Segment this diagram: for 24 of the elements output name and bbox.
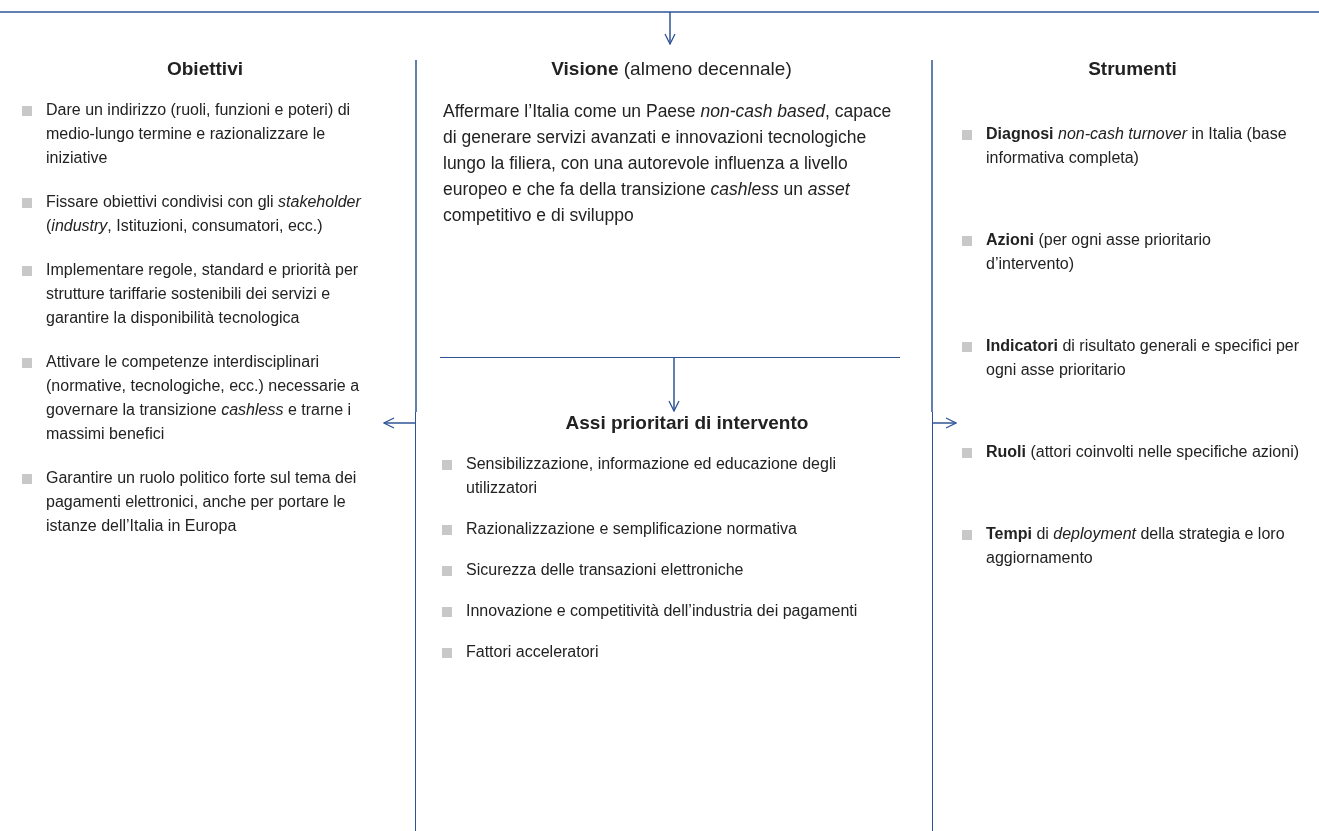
column-heading: Assi prioritari di intervento bbox=[564, 412, 810, 434]
bullet-text: Sensibilizzazione, informazione ed educazione degli utilizzatori bbox=[466, 455, 836, 496]
column-heading: Obiettivi bbox=[166, 58, 244, 80]
column-heading: Visione (almeno decennale) bbox=[550, 58, 793, 80]
bullet-text: Garantire un ruolo politico forte sul tema dei pagamenti elettronici, anche per portare le istanze dell’Italia in Europa bbox=[46, 469, 357, 534]
arrow bbox=[668, 357, 680, 412]
bullet-text: Tempi di deployment della strategia e loro aggiornamento bbox=[986, 525, 1285, 566]
bullet-text: Indicatori di risultato generali e specifici per ogni asse prioritario bbox=[986, 337, 1300, 378]
arrow bbox=[383, 417, 417, 429]
bullet-text: Fissare obiettivi condivisi con gli stakeholder (industry, Istituzioni, consumatori, ecc.) bbox=[46, 193, 361, 234]
bullet-text: Attivare le competenze interdisciplinari (normative, tecnologiche, ecc.) necessarie a governare la transizione cashless e trarne i massimi benefici bbox=[46, 353, 360, 442]
bullet-text: Razionalizzazione e semplificazione normativa bbox=[466, 520, 797, 537]
column-heading: Strumenti bbox=[1087, 58, 1178, 80]
bullet-text: Diagnosi non-cash turnover in Italia (base informativa completa) bbox=[986, 125, 1287, 166]
bullet-text: Innovazione e competitività dell’industria dei pagamenti bbox=[466, 602, 858, 619]
bullet-text: Dare un indirizzo (ruoli, funzioni e poteri) di medio-lungo termine e razionalizzare le iniziative bbox=[46, 101, 351, 166]
bullet-text: Implementare regole, standard e priorità per strutture tariffarie sostenibili dei servizi e garantire la disponibilità tecnologica bbox=[46, 261, 359, 326]
arrow bbox=[931, 417, 957, 429]
bullet-text: Sicurezza delle transazioni elettroniche bbox=[466, 561, 744, 578]
bullet-text: Ruoli (attori coinvolti nelle specifiche azioni) bbox=[986, 443, 1299, 460]
bullet-text: Azioni (per ogni asse prioritario d’intervento) bbox=[986, 231, 1211, 272]
vision-text: Affermare l’Italia come un Paese non-cash based, capace di generare servizi avanzati e innovazioni tecnologiche lungo la filiera, con una autorevole influenza a livello europeo e che fa della transizione cashless un asset competitivo e di sviluppo bbox=[443, 100, 893, 227]
bullet-text: Fattori acceleratori bbox=[466, 643, 599, 660]
arrow bbox=[664, 11, 676, 45]
